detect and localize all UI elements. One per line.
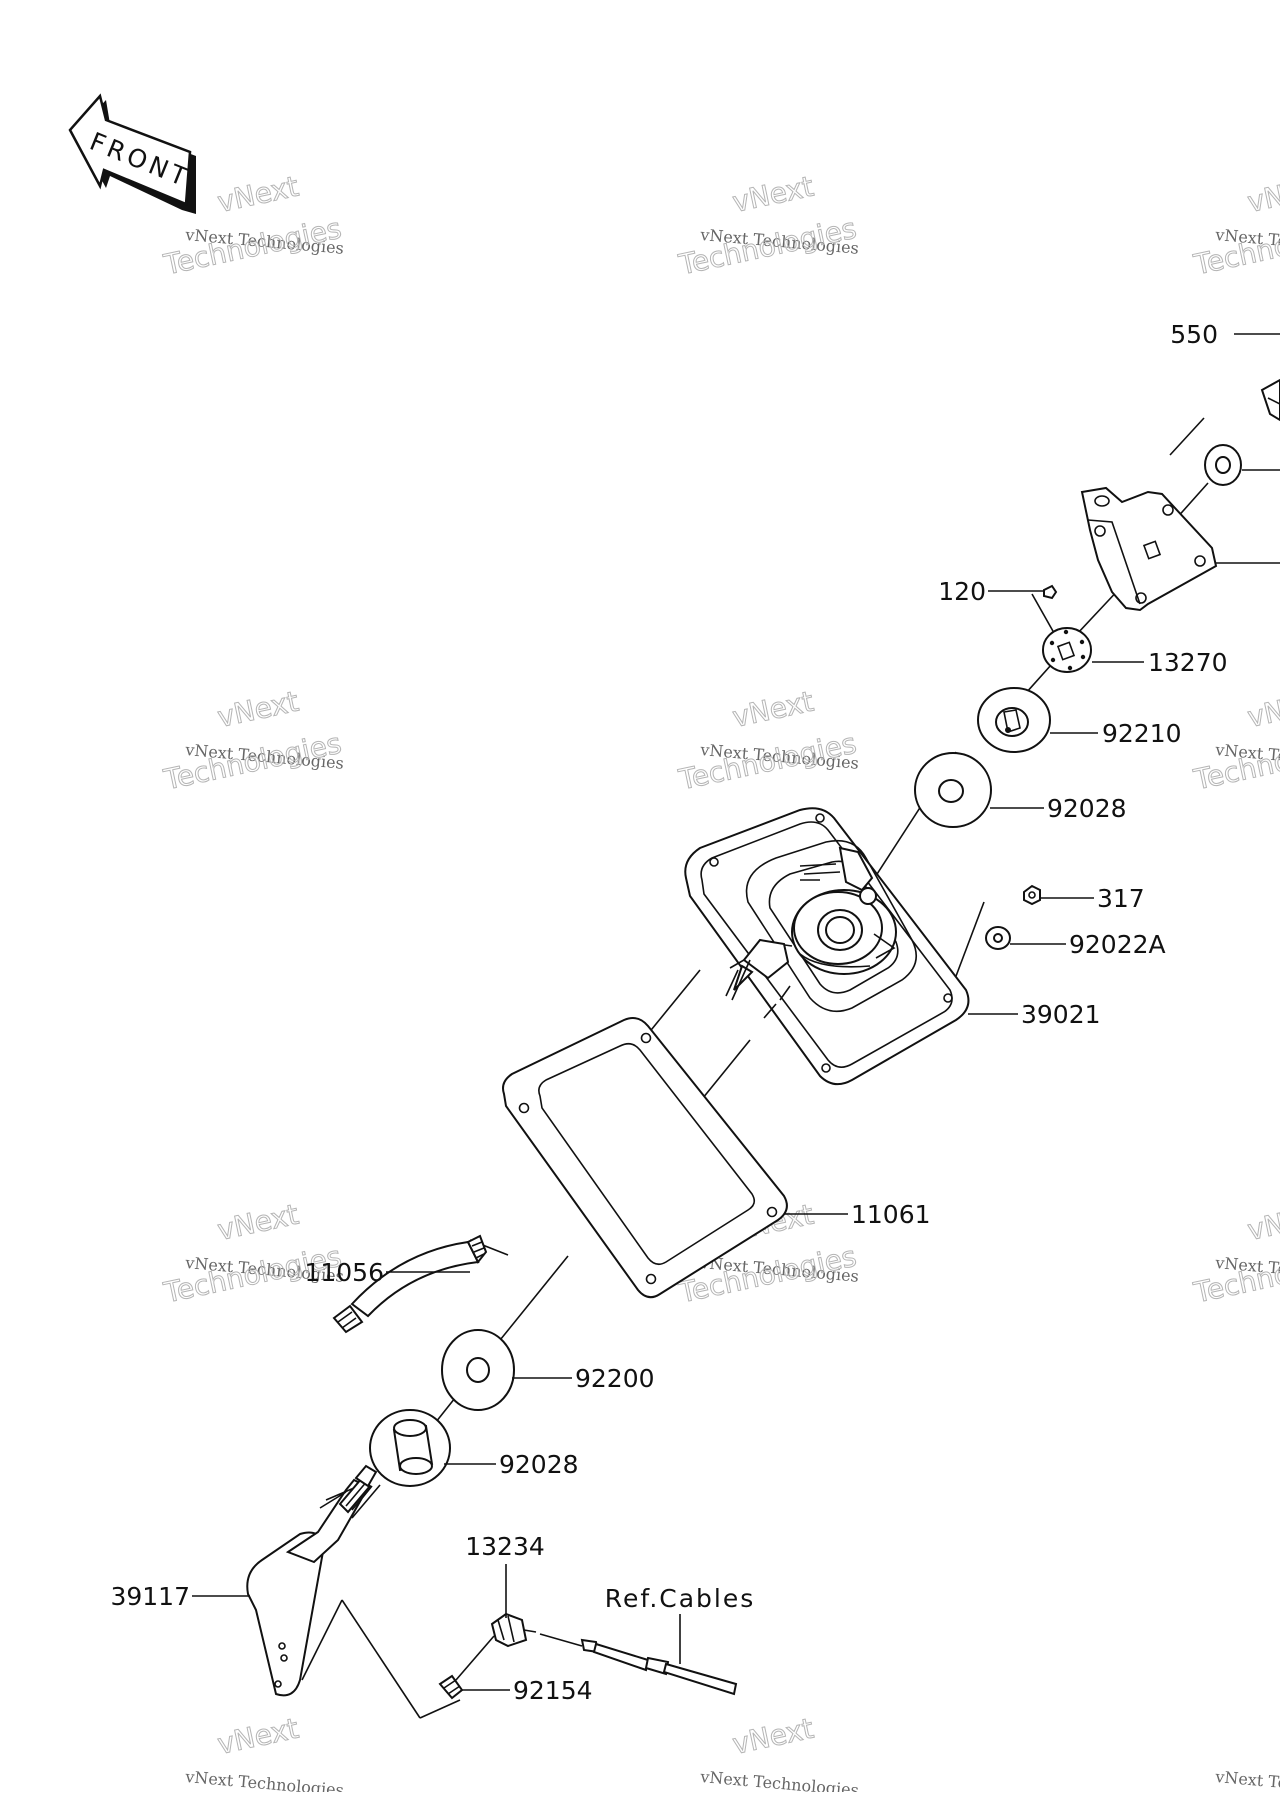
part-cable <box>539 1633 738 1696</box>
part-11061-gasket <box>502 1017 788 1299</box>
part-550-nut <box>1260 378 1280 422</box>
svg-text:Technologies: Technologies <box>675 727 859 797</box>
svg-text:Technologies: Technologies <box>1190 212 1280 282</box>
label-120: 120 <box>938 577 986 606</box>
svg-text:vNext: vNext <box>1245 170 1280 219</box>
label-550: 550 <box>1170 320 1218 349</box>
part-13270-plate <box>1042 627 1092 673</box>
label-11061: 11061 <box>851 1200 931 1229</box>
svg-text:vNext: vNext <box>215 170 302 219</box>
label-92028-bottom: 92028 <box>499 1450 579 1479</box>
watermark: vNext vNext Technologies Technologies <box>675 169 860 282</box>
part-92154-bolt <box>438 1635 495 1700</box>
part-92028-collar-bottom <box>369 1409 451 1487</box>
label-11056: 11056 <box>304 1258 384 1287</box>
svg-text:vNext: vNext <box>215 685 302 734</box>
label-92154: 92154 <box>513 1676 593 1705</box>
label-92022A: 92022A <box>1069 930 1166 959</box>
part-39021-housing <box>684 807 970 1086</box>
svg-text:Technologies: Technologies <box>1190 727 1280 797</box>
svg-text:vNext: vNext <box>730 685 817 734</box>
part-labels: 550 120 13270 92210 92028 317 92022A 390… <box>110 320 1227 1705</box>
part-120-nut <box>1043 584 1058 600</box>
label-13234: 13234 <box>465 1532 545 1561</box>
part-92210-flange <box>977 687 1051 753</box>
label-39117: 39117 <box>110 1582 190 1611</box>
label-92028-top: 92028 <box>1047 794 1127 823</box>
label-92200: 92200 <box>575 1364 655 1393</box>
part-317-nut <box>1023 884 1041 906</box>
label-13270: 13270 <box>1148 648 1228 677</box>
part-washer-top <box>1204 444 1242 486</box>
watermark: vNext vNext Technologies Technologies <box>1190 169 1280 282</box>
svg-text:Technologies: Technologies <box>1190 1240 1280 1310</box>
svg-text:Technologies: Technologies <box>675 212 859 282</box>
svg-text:Technologies: Technologies <box>160 727 344 797</box>
svg-text:Technologies: Technologies <box>160 212 344 282</box>
watermark: vNext Technologies <box>1214 1767 1280 1797</box>
svg-text:vNext: vNext <box>730 1712 817 1761</box>
svg-text:vNext: vNext <box>730 170 817 219</box>
part-11056-bracket <box>332 1234 488 1334</box>
label-92210: 92210 <box>1102 719 1182 748</box>
front-arrow-icon: FRONT <box>68 93 196 214</box>
watermark: vNext vNext Technologies Technologies <box>1190 1197 1280 1310</box>
label-ref-cables: Ref.Cables <box>605 1584 756 1613</box>
svg-text:vNext Technologies: vNext Technologies <box>1214 1767 1280 1792</box>
part-92022A-washer <box>985 926 1011 950</box>
part-13234-joint <box>490 1612 537 1648</box>
part-92028-washer-top <box>914 752 992 828</box>
svg-text:vNext: vNext <box>215 1712 302 1761</box>
watermark: vNext vNext Technologies Technologies <box>1190 684 1280 797</box>
svg-text:vNext Technologies: vNext Technologies <box>184 1767 345 1792</box>
label-39021: 39021 <box>1021 1000 1101 1029</box>
label-317: 317 <box>1097 884 1145 913</box>
part-92200-washer <box>441 1329 515 1411</box>
svg-text:vNext: vNext <box>1245 1198 1280 1247</box>
watermark: vNext vNext Technologies Technologies <box>160 684 345 797</box>
part-bracket-plate <box>1080 486 1218 612</box>
watermark: vNext vNext Technologies Technologies <box>160 1197 345 1310</box>
svg-text:vNext: vNext <box>1245 685 1280 734</box>
leader-lines <box>192 333 1280 1691</box>
part-39117-lever-shaft <box>246 1464 461 1719</box>
watermark: vNext vNext Technologies <box>699 1711 860 1797</box>
svg-text:vNext Technologies: vNext Technologies <box>699 1767 860 1792</box>
svg-text:vNext: vNext <box>215 1198 302 1247</box>
watermark: vNext vNext Technologies <box>184 1711 345 1797</box>
watermark: vNext vNext Technologies Technologies <box>675 684 860 797</box>
